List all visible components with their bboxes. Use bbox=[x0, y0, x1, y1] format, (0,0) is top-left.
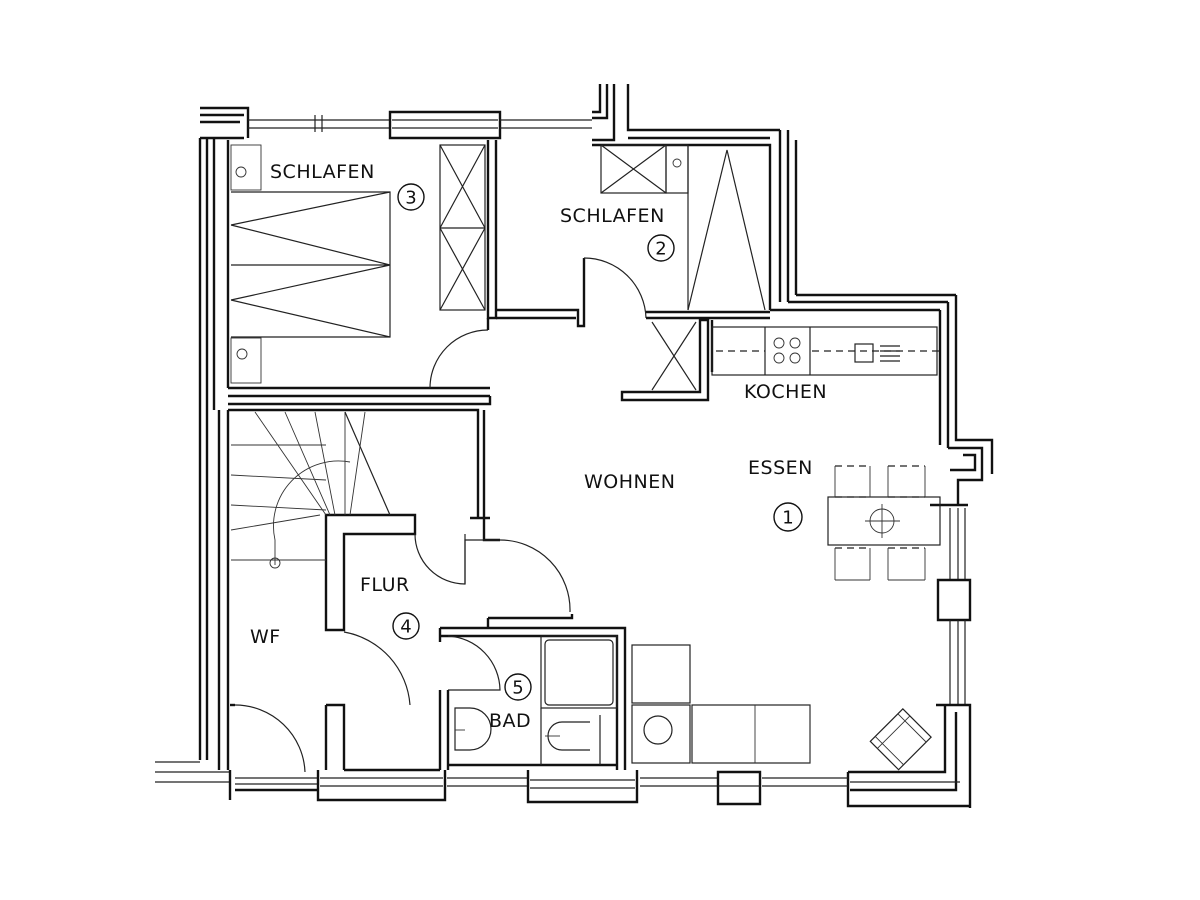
room-number-circle bbox=[397, 183, 425, 211]
room-number-5: 5 bbox=[512, 678, 523, 699]
room-label-essen: ESSEN bbox=[748, 457, 813, 479]
room-label-kochen: KOCHEN bbox=[744, 381, 827, 403]
room-labels: SCHLAFEN 3 SCHLAFEN 2 KOCHEN WOHNEN ESSE… bbox=[250, 161, 827, 732]
room-number-4: 4 bbox=[400, 617, 411, 638]
room-label-wohnen: WOHNEN bbox=[584, 471, 675, 493]
room-number-1: 1 bbox=[782, 508, 793, 529]
room-number-2: 2 bbox=[655, 239, 666, 260]
interior-walls bbox=[228, 140, 770, 773]
staircase bbox=[230, 411, 391, 569]
room-number-circle bbox=[773, 502, 803, 532]
outer-walls bbox=[155, 84, 994, 808]
room-label-schlafen-2: SCHLAFEN bbox=[560, 205, 665, 227]
room-label-schlafen-3: SCHLAFEN bbox=[270, 161, 375, 183]
room-number-3: 3 bbox=[405, 188, 416, 209]
room-number-circle bbox=[504, 673, 532, 701]
armchair bbox=[869, 708, 932, 771]
room-number-circle bbox=[392, 612, 420, 640]
room-label-bad: BAD bbox=[489, 710, 531, 732]
furniture bbox=[230, 144, 941, 771]
room-number-circle bbox=[647, 234, 675, 262]
room-label-flur: FLUR bbox=[360, 574, 410, 596]
room-label-wf: WF bbox=[250, 626, 281, 648]
